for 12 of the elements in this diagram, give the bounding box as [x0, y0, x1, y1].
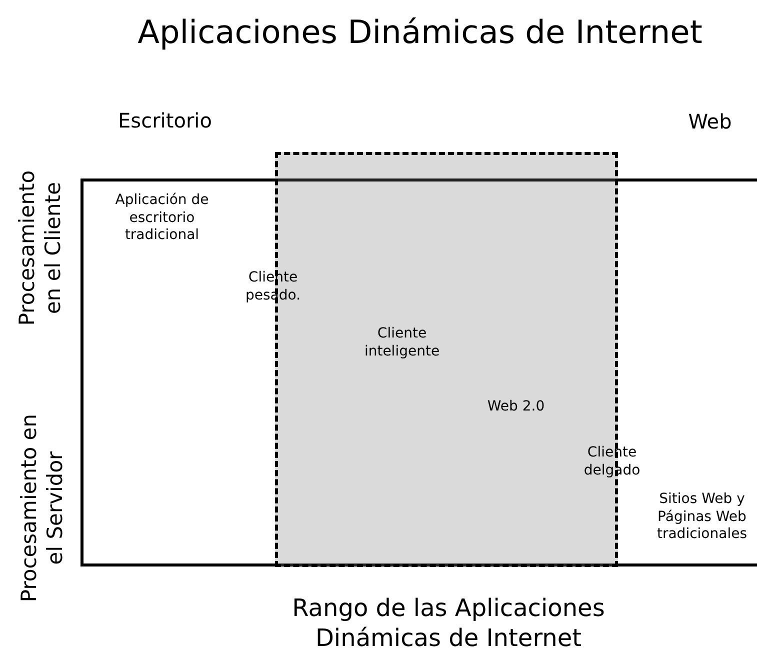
item-label: Sitios Web y Páginas Web tradicionales [656, 490, 748, 544]
item-label: Aplicación de escritorio tradicional [114, 192, 210, 244]
axis-label: Procesamiento en el Cliente [14, 169, 66, 328]
axis-label: Escritorio [118, 108, 212, 134]
axis-label: Procesamiento en el Servidor [16, 412, 68, 604]
item-label: Cliente delgado [582, 444, 642, 480]
item-label: Cliente inteligente [363, 326, 441, 360]
diagram-title: Aplicaciones Dinámicas de Internet [138, 12, 702, 52]
item-label: Cliente pesado. [244, 270, 302, 304]
band-title: Rango de las Aplicaciones Dinámicas de Internet [291, 593, 606, 653]
item-label: Web 2.0 [487, 398, 545, 416]
axis-label: Web [688, 110, 732, 134]
